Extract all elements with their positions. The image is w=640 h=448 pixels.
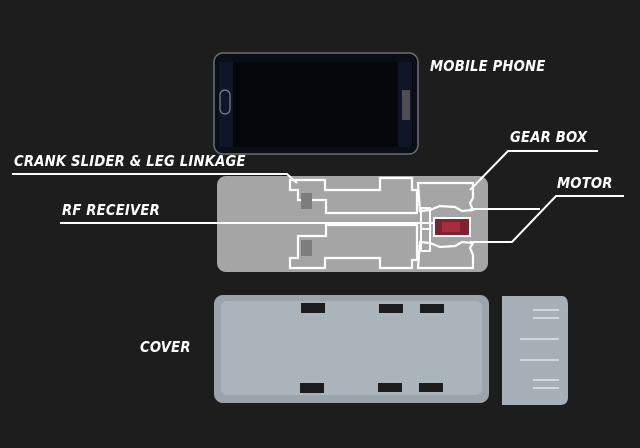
leader-gear-box: [469, 150, 598, 191]
mobile-phone: [213, 52, 419, 155]
leader-lines: [12, 150, 624, 243]
leader-motor: [470, 195, 624, 243]
cover-label: COVER: [140, 338, 191, 356]
gear-box-label: GEAR BOX: [510, 128, 588, 146]
motor-label: MOTOR: [557, 174, 613, 192]
leader-crank-slider: [12, 173, 298, 184]
rf-receiver-label: RF RECEIVER: [62, 201, 160, 219]
crank-slider-label: CRANK SLIDER & LEG LINKAGE: [14, 152, 246, 170]
mobile-phone-label: MOBILE PHONE: [430, 57, 546, 75]
cover: [214, 295, 568, 405]
home-button: [219, 89, 231, 115]
